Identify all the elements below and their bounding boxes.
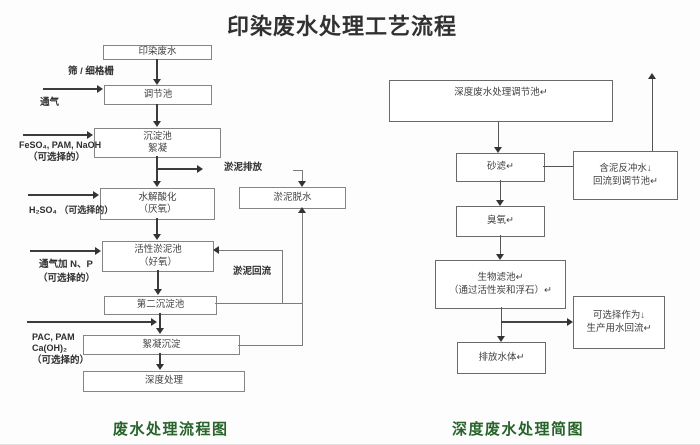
node-label: 沉淀池	[143, 130, 172, 142]
sludge-return-riser	[282, 250, 283, 303]
label-pac-pam: PAC, PAM	[32, 332, 75, 342]
input-line-pac	[27, 321, 151, 323]
connector-raw-to-regulating	[156, 59, 158, 79]
node-label: 淤泥脱水	[273, 191, 312, 203]
arrowhead-right-icon	[95, 247, 101, 255]
arrowhead-right-icon	[197, 165, 203, 173]
node-label: 絮凝沉淀	[142, 338, 181, 350]
label-optional-1: （可选择的）	[28, 152, 86, 163]
elbow-to-dewatering	[293, 170, 303, 171]
arrowhead-down-icon	[496, 254, 504, 260]
caption-right-chart: 深度废水处理简图	[452, 421, 585, 438]
label-caoh2: Ca(OH)₂	[32, 343, 67, 353]
node-label: 深度处理	[144, 375, 183, 387]
label-sludge-discharge: 淤泥排放	[224, 162, 263, 173]
branch-sludge-discharge	[157, 168, 197, 170]
riser-to-dewatering	[302, 213, 303, 345]
connector-secondary-to-flocculation	[159, 313, 161, 328]
node-label: 生物滤池↵	[477, 272, 524, 284]
node-reuse-production-water: 可选择作为↓ 生产用水回流↵	[573, 296, 665, 349]
arrowhead-right-icon	[87, 131, 93, 139]
input-line-h2so4	[28, 194, 93, 196]
node-label: 生产用水回流↵	[586, 322, 652, 334]
arrowhead-down-icon	[496, 200, 504, 206]
node-hydrolysis-acidification: 水解酸化 （厌氧）	[100, 188, 215, 220]
branch-to-reuse	[501, 321, 567, 323]
connector-sand-to-backwash	[543, 166, 573, 167]
node-label: 含泥反冲水↓	[599, 163, 652, 175]
node-flocculation-sedimentation: 絮凝沉淀	[83, 335, 240, 355]
node-sand-filter: 砂滤↵	[456, 153, 545, 182]
secondary-right-connector	[215, 303, 303, 304]
input-line-feso4	[23, 134, 87, 136]
arrowhead-left-icon	[213, 246, 219, 254]
node-label: 印染废水	[138, 46, 177, 58]
arrowhead-down-icon	[156, 364, 164, 370]
node-backwash-return: 含泥反冲水↓ 回流到调节池↵	[573, 151, 678, 200]
node-discharge-water-body: 排放水体↵	[457, 342, 546, 374]
connector-regulating-to-sedimentation	[156, 104, 158, 121]
arrowhead-down-icon	[156, 328, 164, 334]
arrowhead-right-icon	[93, 191, 99, 199]
arrowhead-down-icon	[154, 289, 162, 295]
page-title: 印染废水处理工艺流程	[226, 14, 457, 39]
connector-sand-to-ozone	[500, 180, 501, 200]
node-activated-sludge-pool: 活性淤泥池 （好氧）	[102, 241, 214, 272]
node-sludge-dewatering: 淤泥脱水	[239, 187, 346, 209]
node-label: 絮凝	[147, 143, 167, 154]
node-label: 第二沉淀池	[136, 299, 185, 311]
arrowhead-up-icon	[298, 207, 306, 213]
node-label: 回流到调节池↵	[593, 175, 658, 187]
arrowhead-down-icon	[497, 336, 505, 342]
node-label: （好氧）	[138, 256, 177, 268]
label-aeration: 通气	[40, 97, 60, 108]
elbow-to-dewatering	[302, 170, 303, 181]
input-line-np	[30, 250, 95, 252]
arrowhead-down-icon	[153, 181, 161, 187]
arrowhead-down-icon	[494, 147, 502, 153]
node-label: （通过活性炭和浮石）↵	[449, 284, 552, 296]
input-line-aeration	[43, 88, 97, 90]
arrowhead-right-icon	[151, 318, 157, 326]
connector-regulating-to-sand	[498, 122, 499, 147]
node-label: 砂滤↵	[487, 161, 514, 173]
node-label: 深度废水处理调节池↵	[454, 87, 548, 98]
label-aeration-np: 通气加 N、P	[39, 259, 93, 270]
flocculation-right-connector	[238, 345, 303, 346]
arrowhead-down-icon	[153, 121, 161, 127]
node-label: 活性淤泥池	[134, 244, 182, 256]
node-label: （厌氧）	[138, 204, 177, 215]
label-screen-grille: 筛 / 细格栅	[68, 66, 114, 77]
label-feso4-pam-naoh: FeSO₄, PAM, NaOH	[19, 140, 102, 150]
node-biofilter: 生物滤池↵ （通过活性炭和浮石）↵	[435, 260, 566, 309]
connector-hydrolysis-to-activated	[156, 218, 158, 234]
connector-activated-to-secondary	[157, 270, 159, 289]
arrowhead-right-icon	[567, 318, 573, 326]
node-label: 臭氧↵	[487, 215, 514, 227]
arrowhead-down-icon	[298, 181, 306, 187]
node-label: 调节池	[143, 88, 173, 100]
label-h2so4-optional: H₂SO₄ （可选择的）	[29, 205, 114, 215]
connector-ozone-to-biofilter	[500, 235, 501, 254]
sludge-return-line	[219, 250, 282, 251]
node-advanced-treatment: 深度处理	[83, 371, 245, 392]
arrowhead-down-icon	[153, 234, 161, 240]
connector-flocculation-to-advanced	[159, 353, 161, 364]
arrowhead-down-icon	[153, 79, 161, 85]
arrowhead-up-icon	[648, 73, 656, 79]
node-dyeing-wastewater: 印染废水	[103, 45, 212, 60]
node-regulating-pool: 调节池	[104, 85, 212, 105]
caption-left-chart: 废水处理流程图	[113, 421, 229, 438]
label-sludge-return: 淤泥回流	[233, 266, 272, 277]
backwash-return-riser	[652, 79, 653, 151]
arrowhead-right-icon	[97, 85, 103, 93]
node-label: 可选择作为↓	[592, 310, 646, 322]
node-label: 排放水体↵	[478, 351, 525, 363]
node-advanced-regulating-pool: 深度废水处理调节池↵	[389, 80, 613, 122]
label-optional-3: （可选择的）	[32, 355, 90, 366]
node-ozone: 臭氧↵	[456, 206, 545, 237]
label-optional-2: （可选择的）	[38, 273, 96, 284]
node-label: 水解酸化	[138, 191, 177, 203]
node-sedimentation-pool: 沉淀池 絮凝	[94, 128, 221, 158]
